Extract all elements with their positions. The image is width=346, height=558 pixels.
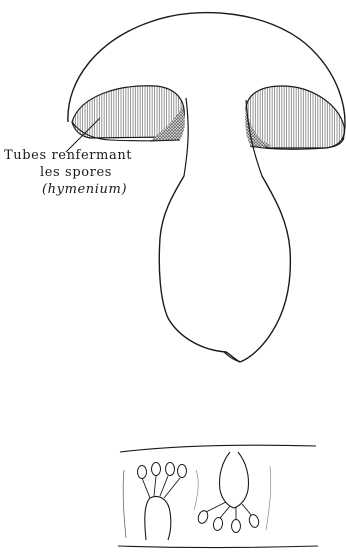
left-basidium xyxy=(138,463,187,541)
inset-bottom-border xyxy=(118,546,318,548)
right-basidium xyxy=(197,452,260,533)
hymenium-annotation: Tubes renfermant les spores (hymenium) xyxy=(4,147,174,198)
left-hymenium-tubes xyxy=(72,86,185,142)
annotation-line-2: les spores xyxy=(4,164,174,181)
annotation-line-3: (hymenium) xyxy=(4,181,174,198)
basidia-detail-inset xyxy=(118,445,318,547)
stem-outline xyxy=(159,176,290,362)
annotation-line-1: Tubes renfermant xyxy=(4,147,174,164)
right-hymenium-tubes xyxy=(245,86,344,149)
inset-top-border xyxy=(120,445,316,452)
